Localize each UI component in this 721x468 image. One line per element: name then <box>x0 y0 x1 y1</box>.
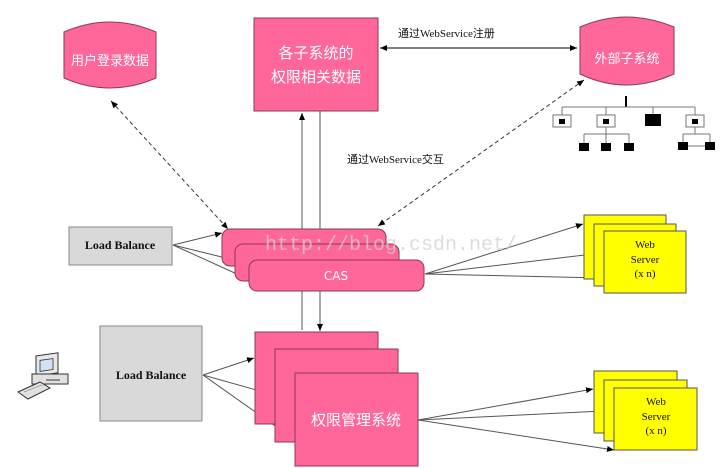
external-subsystem-db: 外部子系统 <box>579 16 675 86</box>
login-data-dashed-arrow <box>110 100 229 230</box>
mgmt-web-arrow-3 <box>417 419 615 452</box>
external-subsystem-label: 外部子系统 <box>594 52 659 67</box>
interact-label: 通过WebService交互 <box>347 152 444 166</box>
lb-top-arrow-1 <box>172 231 223 246</box>
mgmt-web-arrow-2 <box>417 408 604 421</box>
cas-web-arrow-3 <box>424 273 604 281</box>
load-balance-top-label: Load Balance <box>85 238 156 252</box>
cas-label: CAS <box>324 269 348 283</box>
register-label: 通过WebService注册 <box>398 26 495 40</box>
computer-icon <box>16 352 69 400</box>
web-server-bottom-line3: (x n) <box>645 425 666 437</box>
load-balance-top: Load Balance <box>68 226 173 266</box>
permission-mgmt-stack: 权限管理系统 <box>254 331 419 467</box>
subsystem-permission-data-line2: 权限相关数据 <box>271 68 361 86</box>
mgmt-web-arrow-1 <box>417 387 594 421</box>
network-tree-icon <box>552 96 715 151</box>
cas-stack: CAS <box>221 228 425 292</box>
load-balance-bottom: Load Balance <box>99 325 203 422</box>
permission-mgmt-label: 权限管理系统 <box>311 411 401 429</box>
web-server-top-line3: (x n) <box>634 268 655 280</box>
lb-bottom-arrow-1 <box>202 357 255 376</box>
load-balance-bottom-label: Load Balance <box>116 368 187 382</box>
web-server-stack-top: Web Server (x n) <box>583 214 687 294</box>
subsystem-permission-data-line1: 各子系统的 <box>278 44 353 62</box>
web-server-bottom-line2: Server <box>642 411 671 423</box>
cas-web-arrow-2 <box>424 251 594 275</box>
subsystem-permission-data-box: 各子系统的 权限相关数据 <box>253 17 379 112</box>
web-server-stack-bottom: Web Server (x n) <box>593 370 698 451</box>
web-server-bottom-line1: Web <box>646 396 666 408</box>
external-dashed-arrow <box>377 79 585 227</box>
user-login-db: 用户登录数据 <box>63 21 157 89</box>
watermark: http://blog.csdn.net/ <box>265 234 517 257</box>
web-server-top-line2: Server <box>631 254 660 266</box>
cas-web-arrow-1 <box>424 223 584 275</box>
web-server-top-line1: Web <box>635 239 655 251</box>
node-block-icon <box>645 114 661 126</box>
user-login-db-label: 用户登录数据 <box>71 53 149 69</box>
